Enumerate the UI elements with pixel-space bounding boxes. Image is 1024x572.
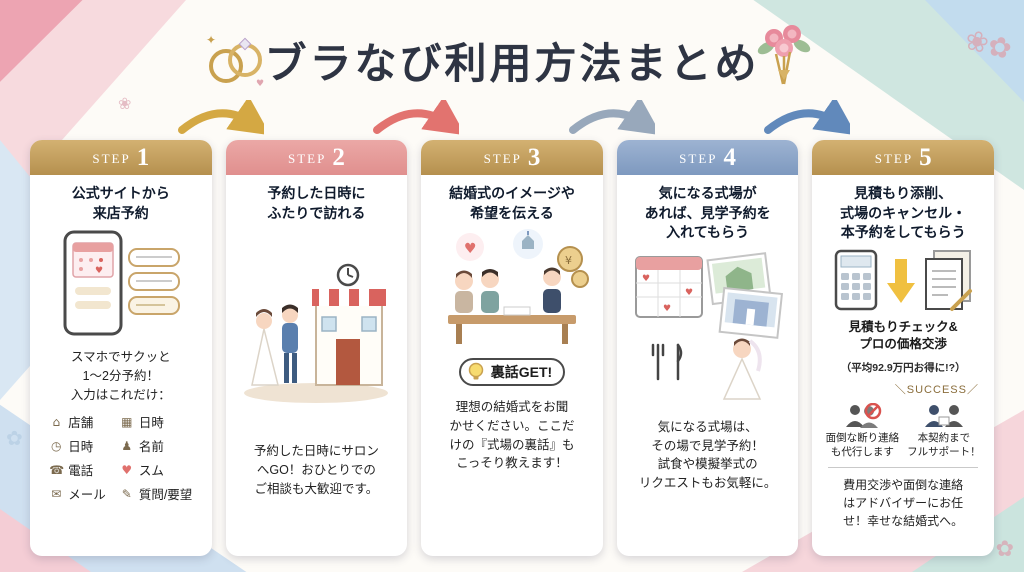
step-card-2: STEP 2 予約した日時に ふたりで訪れる bbox=[225, 140, 408, 556]
reservation-form-fields: ⌂ 店舗 ▦ 日時 ◷ 日時 ♟ 名前 ☎電話 ♥ スム ✉ メール ✎ 質問/要望 bbox=[49, 412, 192, 503]
step-4-heading: 気になる式場が あれば、見学予約を 入れてもらう bbox=[644, 185, 771, 241]
mail-icon: ✉ bbox=[51, 486, 62, 501]
step-2-heading: 予約した日時に ふたりで訪れる bbox=[267, 185, 366, 221]
form-field-label: 電話 bbox=[68, 464, 94, 479]
arrow-step2-to-step3-icon bbox=[373, 100, 459, 136]
rose-decoration-icon: ✿ bbox=[995, 537, 1014, 562]
consultation-illustration: ♥ ¥ bbox=[434, 229, 590, 352]
arrow-step1-to-step2-icon bbox=[178, 100, 264, 136]
svg-text:♥: ♥ bbox=[95, 266, 103, 276]
support-item: 本契約まで フルサポート！ bbox=[907, 403, 981, 459]
step-card-4: STEP 4 気になる式場が あれば、見学予約を 入れてもらう ♥ ♥ ♥ bbox=[616, 140, 799, 556]
decline-contact-icon bbox=[846, 402, 882, 428]
step-4-description: 気になる式場は、 その場で見学予約！ 試食や模擬挙式の リクエストもお気軽に。 bbox=[638, 419, 777, 491]
step-5-header: STEP 5 bbox=[812, 140, 994, 175]
form-field: ♥ スム bbox=[120, 460, 192, 479]
step-number: 4 bbox=[723, 144, 737, 171]
couple-visiting-salon-illustration bbox=[238, 255, 394, 410]
step-3-header: STEP 3 bbox=[421, 140, 603, 175]
step-label: STEP bbox=[679, 151, 718, 166]
form-field: ◷ 日時 bbox=[49, 436, 106, 455]
step-number: 3 bbox=[527, 144, 541, 171]
petal-decoration-icon: ❀ bbox=[118, 94, 132, 113]
step-1-description: スマホでサクッと 1〜2分予約！ 入力はこれだけ： bbox=[70, 350, 171, 402]
svg-text:♥: ♥ bbox=[256, 79, 264, 89]
estimate-review-illustration bbox=[832, 249, 974, 313]
arrow-step4-to-step5-icon bbox=[764, 100, 850, 136]
form-field-label: 名前 bbox=[138, 440, 164, 455]
svg-text:✦: ✦ bbox=[206, 33, 216, 47]
wedding-rings-icon: ✦ ♥ bbox=[206, 33, 264, 89]
form-field: ✎ 質問/要望 bbox=[120, 484, 193, 503]
urawaza-get-label: 裏話GET! bbox=[490, 364, 553, 381]
steps-row: STEP 1 公式サイトから 来店予約 ♥ bbox=[30, 140, 994, 556]
step-1-heading: 公式サイトから 来店予約 bbox=[71, 185, 170, 221]
step-3-description: 理想の結婚式をお聞 かせください。ここだ けの『式場の裏話』も こっそり教えます… bbox=[449, 400, 575, 471]
step-label: STEP bbox=[287, 151, 327, 166]
page-title: ブラなび利用方法まとめ bbox=[264, 42, 760, 88]
step-3-heading: 結婚式のイメージや 希望を伝える bbox=[449, 185, 575, 221]
person-icon: ♟ bbox=[121, 438, 133, 453]
form-field: ▦ 日時 bbox=[120, 412, 192, 431]
form-field: ♟ 名前 bbox=[120, 436, 192, 455]
lightbulb-icon bbox=[468, 362, 483, 380]
support-item: 面倒な断り連絡 も代行します bbox=[825, 402, 900, 459]
step-number: 1 bbox=[136, 144, 150, 171]
down-arrow-icon bbox=[887, 258, 916, 303]
step-label: STEP bbox=[874, 151, 914, 166]
form-field-label: スム bbox=[138, 464, 164, 479]
contract-support-icon bbox=[924, 404, 963, 427]
step-2-header: STEP 2 bbox=[225, 140, 408, 175]
step-number: 2 bbox=[332, 144, 345, 171]
shop-icon: ⌂ bbox=[52, 414, 61, 429]
support-item-label: 本契約まで フルサポート！ bbox=[907, 431, 981, 458]
form-field: ☎電話 bbox=[49, 460, 106, 479]
step-card-3: STEP 3 結婚式のイメージや 希望を伝える ♥ ¥ bbox=[421, 140, 603, 556]
svg-text:♥: ♥ bbox=[685, 288, 693, 298]
svg-text:♥: ♥ bbox=[642, 274, 650, 284]
step-5-description: 費用交渉や面倒な連絡 はアドバイザーにお任 せ！幸せな結婚式へ。 bbox=[843, 478, 964, 529]
venue-tour-illustration: ♥ ♥ ♥ bbox=[630, 249, 786, 412]
success-text: ＼SUCCESS／ bbox=[894, 383, 979, 396]
bouquet-icon bbox=[757, 25, 811, 85]
step-label: STEP bbox=[92, 151, 131, 166]
smartphone-reservation-illustration: ♥ bbox=[55, 229, 187, 342]
flower-decoration-icon: ✿ bbox=[6, 426, 23, 450]
step-card-1: STEP 1 公式サイトから 来店予約 ♥ bbox=[30, 140, 212, 556]
form-field: ✉ メール bbox=[49, 484, 106, 503]
svg-text:♥: ♥ bbox=[464, 241, 477, 257]
step-2-description: 予約した日時にサロン へGO！おひとりでの ご相談も大歓迎です。 bbox=[253, 444, 379, 496]
form-field-label: 日時 bbox=[138, 416, 164, 431]
step-1-header: STEP 1 bbox=[30, 140, 212, 175]
arrow-step3-to-step4-icon bbox=[569, 100, 655, 136]
calendar-icon: ▦ bbox=[121, 414, 133, 429]
form-field-label: メール bbox=[68, 488, 106, 503]
estimate-check-text: 見積もりチェック& プロの価格交渉 bbox=[848, 319, 958, 352]
support-item-label: 面倒な断り連絡 も代行します bbox=[825, 431, 900, 458]
form-field-label: 質問/要望 bbox=[138, 488, 193, 503]
step-4-header: STEP 4 bbox=[616, 140, 799, 175]
calculator-icon bbox=[834, 249, 878, 311]
clock-icon: ◷ bbox=[51, 438, 62, 453]
step-5-heading: 見積もり添削、 式場のキャンセル・ 本予約をしてもらう bbox=[840, 185, 967, 241]
heart-icon: ♥ bbox=[121, 462, 133, 477]
document-icon bbox=[925, 249, 973, 311]
step-card-5: STEP 5 見積もり添削、 式場のキャンセル・ 本予約をしてもらう bbox=[812, 140, 994, 556]
savings-note: （平均92.9万円お得に!?） bbox=[840, 361, 966, 374]
step-label: STEP bbox=[483, 151, 522, 166]
support-items: 面倒な断り連絡 も代行します 本契約まで フルサポート！ bbox=[825, 402, 981, 459]
form-field-label: 日時 bbox=[68, 440, 94, 455]
chat-icon: ✎ bbox=[121, 486, 132, 501]
divider bbox=[827, 467, 979, 469]
form-field-label: 店舗 bbox=[68, 416, 94, 431]
step-number: 5 bbox=[919, 144, 932, 171]
form-field: ⌂ 店舗 bbox=[49, 412, 106, 431]
svg-text:♥: ♥ bbox=[663, 304, 671, 314]
urawaza-get-badge: 裏話GET! bbox=[458, 358, 566, 387]
svg-text:¥: ¥ bbox=[565, 254, 572, 267]
phone-icon: ☎ bbox=[49, 462, 65, 477]
